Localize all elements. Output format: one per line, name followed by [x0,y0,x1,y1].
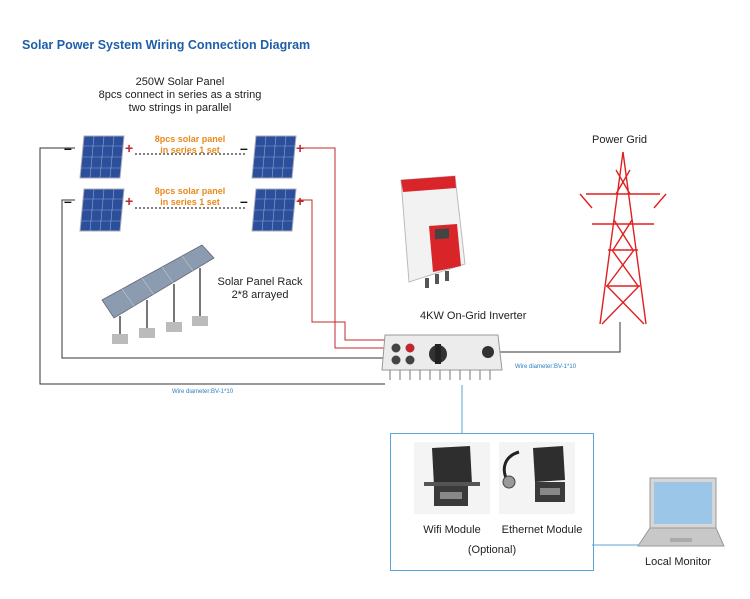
negative-wire-1 [39,147,385,385]
rack-label: Solar Panel Rack 2*8 arrayed [215,276,305,302]
positive-wire-2 [298,199,392,341]
minus-sign: – [240,193,248,209]
series-label-line2: in series 1 set [160,145,220,155]
panel-caption-line3: two strings in parallel [128,102,232,114]
solar-panel-icon [251,188,297,232]
series-label-line1: 8pcs solar panel [154,134,226,144]
solar-panel-icon [251,135,297,179]
ethernet-module-icon [499,442,575,514]
inverter-icon [400,175,466,288]
rack-label-line1: Solar Panel Rack [217,276,303,288]
solar-panel-icon [79,188,125,232]
series-label: 8pcs solar panel in series 1 set [140,134,240,156]
modules-box [390,433,594,571]
optional-label: (Optional) [467,544,517,556]
positive-wire-1 [298,147,392,349]
ethernet-module-label: Ethernet Module [501,524,583,536]
laptop-icon [637,477,725,547]
minus-sign: – [64,193,72,209]
panel-caption: 250W Solar Panel 8pcs connect in series … [60,76,300,115]
grid-wire [500,322,621,353]
wifi-module-label: Wifi Module [423,524,481,536]
minus-sign: – [64,140,72,156]
inverter-connector-icon [381,334,503,380]
solar-panel-icon [79,135,125,179]
plus-sign: + [125,140,134,156]
wifi-module-icon [414,442,490,514]
series-label: 8pcs solar panel in series 1 set [140,186,240,208]
panel-caption-line2: 8pcs connect in series as a string [98,89,262,101]
monitor-label: Local Monitor [645,556,712,568]
panel-rack-icon [101,244,215,344]
power-tower-icon [579,151,667,325]
series-label-line1: 8pcs solar panel [154,186,226,196]
rack-label-line2: 2*8 arrayed [231,289,289,301]
diagram-title: Solar Power System Wiring Connection Dia… [22,38,311,52]
plus-sign: + [125,193,134,209]
grid-label: Power Grid [592,134,648,146]
inverter-label: 4KW On-Grid Inverter [420,310,527,322]
negative-wire-2 [61,199,385,359]
panel-caption-line1: 250W Solar Panel [135,76,225,88]
plus-sign: + [296,193,305,209]
wire-diameter-label: Wire diameter:BV-1*10 [172,389,234,395]
minus-sign: – [240,140,248,156]
series-label-line2: in series 1 set [160,197,220,207]
wire-diameter-label: Wire diameter:BV-1*10 [515,364,577,370]
plus-sign: + [296,140,305,156]
